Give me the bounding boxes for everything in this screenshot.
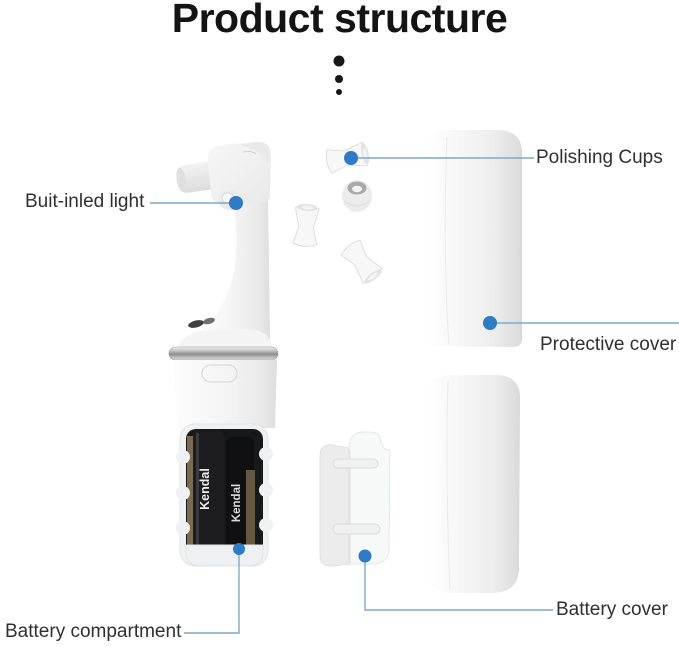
battery-bronze-strip: [187, 436, 198, 548]
polishing-cups-marker: [344, 151, 358, 165]
battery-cover-marker: [358, 549, 372, 563]
frame-scallops: [176, 447, 273, 535]
polishing-cups: [292, 140, 386, 288]
battery-left: [193, 431, 224, 550]
battery-cover-leader: [364, 557, 553, 611]
prophy-head: [207, 141, 271, 203]
label-battery-cover: Battery cover: [556, 599, 668, 620]
label-battery-compartment: Battery compartment: [5, 621, 182, 642]
battery-brand-right: Kendal: [231, 484, 243, 522]
label-polishing-cups: Polishing Cups: [536, 147, 663, 168]
prophy-head-mark: [242, 150, 257, 155]
bottom-cap: [185, 544, 264, 567]
leader-lines: [150, 151, 679, 634]
battery-cover-clip: [319, 431, 391, 567]
power-button: [188, 320, 204, 328]
vertical-ellipsis-icon: [333, 55, 345, 95]
polishing-cup-4: [339, 237, 386, 288]
handle-upper-body: [174, 360, 277, 428]
protective-cover: [424, 130, 522, 347]
battery-compartment-leader: [184, 552, 240, 634]
prophy-head-shading: [238, 141, 270, 164]
chrome-ring: [168, 346, 279, 361]
label-protective-cover: Protective cover: [540, 334, 677, 355]
handle-button-outline: [201, 364, 238, 383]
label-built-in-light: Buit-inled light: [25, 191, 145, 212]
polishing-cup-2: [342, 180, 372, 212]
clip-pin-top: [332, 458, 379, 469]
battery-compartment-marker: [233, 543, 245, 555]
page-title: Product structure: [171, 0, 508, 41]
mode-button: [203, 317, 215, 325]
polisher-handpiece: Kendal Kendal: [168, 141, 279, 567]
protective-cover-marker: [483, 316, 497, 330]
battery-brand-left: Kendal: [198, 468, 212, 510]
battery-compartment: Kendal Kendal: [176, 423, 273, 567]
polishing-cup-3: [292, 202, 321, 248]
built-in-light-marker: [229, 196, 243, 210]
clip-pin-bottom: [332, 523, 381, 535]
handpiece-neck: [194, 198, 270, 340]
handle-cover-cylinder: [425, 375, 520, 593]
